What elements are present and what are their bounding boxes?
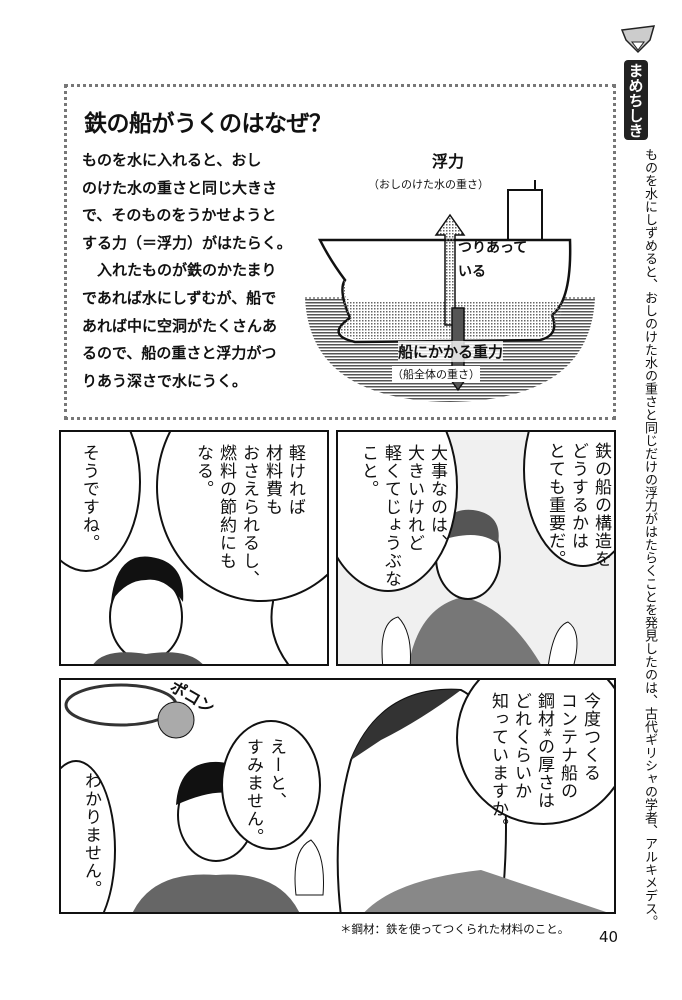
panel-2: 今度つくる コンテナ船の 鋼材*の厚さは どれくらいか 知っていますか。 えーと… (59, 678, 616, 914)
gravity-label: 船にかかる重力 (398, 341, 504, 362)
ship-bridge (507, 189, 543, 241)
gravity-sub-label: （船全体の重さ） (392, 366, 480, 382)
older-man-figure (381, 509, 578, 664)
speech-text: わかりません。 (81, 772, 101, 898)
sidebar-trivia-text: ものを水にしずめると、おしのけた水の重さと同じだけの浮力がはたらくことを発見した… (642, 148, 657, 928)
mamechishiki-tab: まめちしき (624, 60, 648, 140)
balance-label: つりあって いる (458, 240, 528, 280)
info-box-title: 鉄の船がうくのはなぜ？ (84, 111, 332, 137)
page-number: 40 (599, 928, 619, 946)
speech-text: そうですね。 (79, 444, 99, 552)
speech-text: 鉄の船の構造を どうするかは とても重要だ。 (545, 442, 611, 568)
buoyancy-label: 浮力 (432, 152, 465, 171)
speech-text: えーと、 すみません。 (243, 738, 286, 846)
speech-text: 今度つくる コンテナ船の 鋼材*の厚さは どれくらいか 知っていますか。 (488, 692, 600, 836)
info-box-body: ものを水に入れると、おし のけた水の重さと同じ大きさ で、そのものをうかせようと… (82, 151, 292, 390)
footnote: ＊鋼材：鉄を使ってつくられた材料のこと。 (340, 922, 570, 936)
speech-bubble (456, 680, 614, 825)
speech-text: 軽ければ 材料費も おさえられるし、 燃料の節約にも なる。 (193, 444, 305, 588)
panel-1-right: 大事なのは、 大きいけれど 軽くてじょうぶな こと。 鉄の船の構造を どうするか… (336, 430, 616, 666)
panel-1-left: そうですね。 軽ければ 材料費も おさえられるし、 燃料の節約にも なる。 (59, 430, 329, 666)
buoyancy-sub-label: （おしのけた水の重さ） (368, 178, 489, 191)
young-man-figure (93, 556, 203, 664)
speech-text: 大事なのは、 大きいけれど 軽くてじょうぶな こと。 (358, 444, 447, 588)
mascot-icon (618, 18, 658, 58)
daydream-illustration (64, 683, 195, 739)
speech-bubble (221, 720, 321, 850)
